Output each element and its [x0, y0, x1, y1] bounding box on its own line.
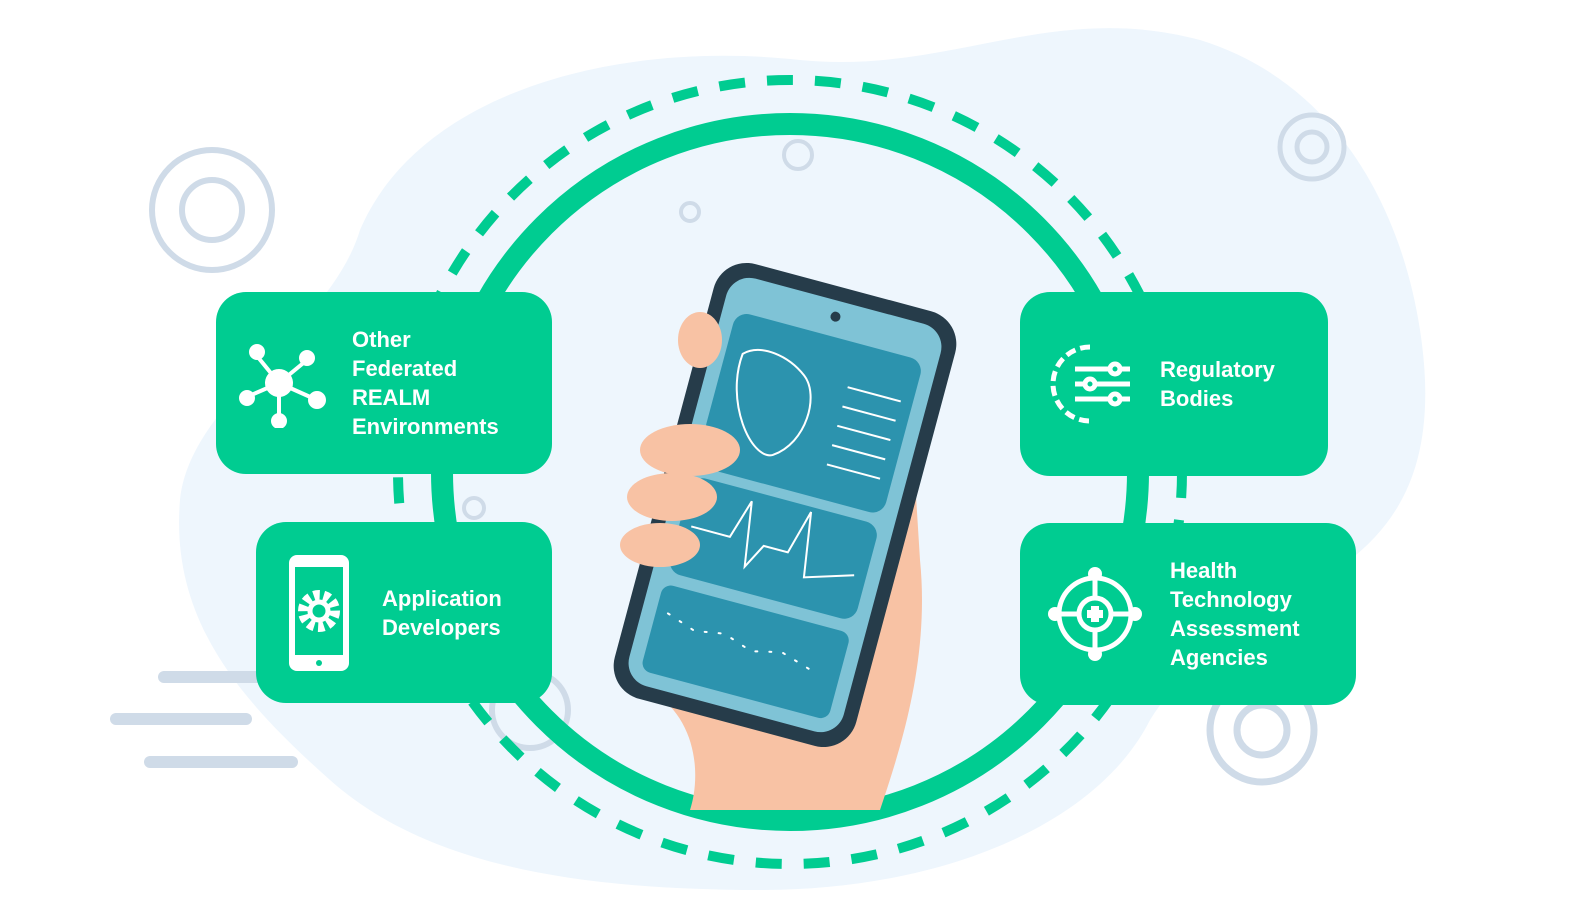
decorative-circles: [149, 112, 1347, 786]
medical-crosshair-icon: [1020, 566, 1170, 662]
phone-gear-icon: [256, 553, 382, 673]
gear-sliders-icon: [1020, 339, 1160, 429]
network-nodes-icon: [216, 338, 352, 428]
speed-lines: [110, 671, 298, 768]
hand-holding-phone: [613, 262, 957, 810]
